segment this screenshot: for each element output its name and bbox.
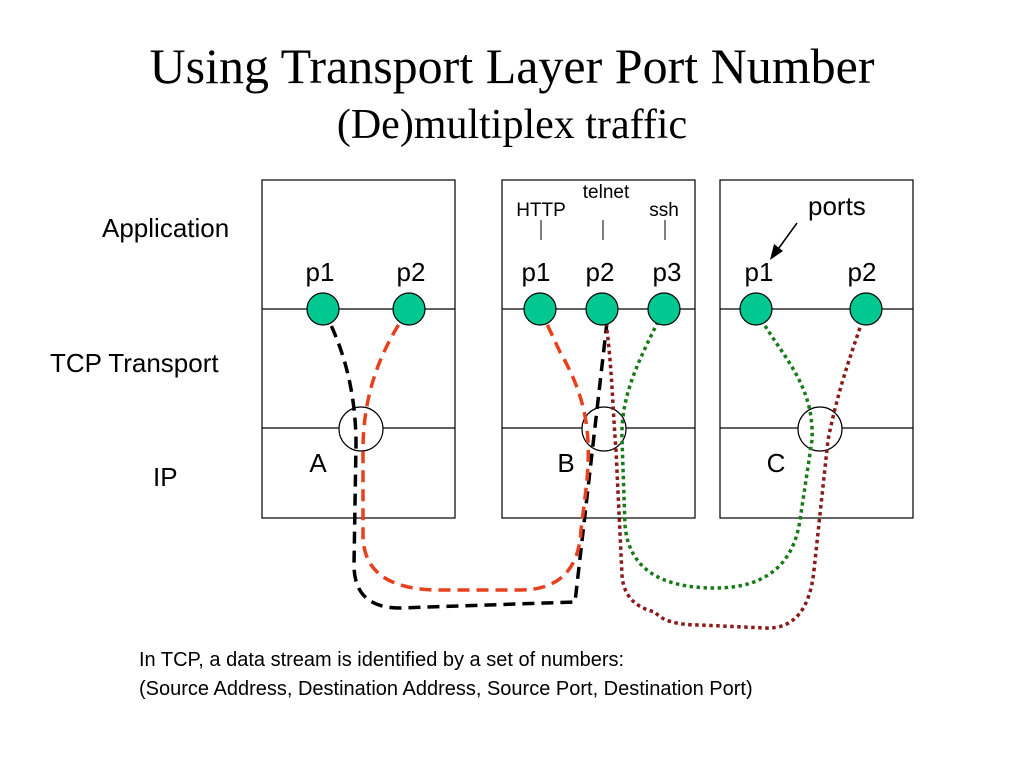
port-a-p2 bbox=[392, 292, 426, 326]
stream-red-b-p2-to-c-p2 bbox=[602, 308, 868, 630]
slide-title: Using Transport Layer Port Number bbox=[149, 38, 875, 94]
app-label-http: HTTP bbox=[516, 200, 566, 221]
ip-circle-c bbox=[797, 406, 843, 452]
port-a-p1 bbox=[306, 292, 340, 326]
caption-line-2: (Source Address, Destination Address, So… bbox=[139, 678, 753, 700]
host-label-c: C bbox=[767, 448, 786, 478]
port-label-a-p2: p2 bbox=[397, 257, 426, 287]
host-box-a bbox=[261, 179, 456, 519]
port-label-b-p2: p2 bbox=[586, 257, 615, 287]
port-b-p2 bbox=[585, 292, 619, 326]
host-label-a: A bbox=[309, 448, 327, 478]
ports-arrow-icon bbox=[770, 222, 798, 260]
layer-label-ip: IP bbox=[153, 462, 178, 492]
caption: In TCP, a data stream is identified by a… bbox=[139, 646, 753, 704]
layer-label-application: Application bbox=[102, 213, 229, 243]
app-label-ssh: ssh bbox=[649, 200, 679, 221]
stream-black-a-p1-to-b-p2 bbox=[321, 308, 609, 610]
stream-orange-a-p2-to-b-p1 bbox=[361, 307, 591, 592]
port-b-p3 bbox=[647, 292, 681, 326]
caption-line-1: In TCP, a data stream is identified by a… bbox=[139, 649, 625, 671]
ports-annotation: ports bbox=[808, 191, 866, 221]
port-c-p2 bbox=[849, 292, 883, 326]
app-tick-marks bbox=[540, 220, 666, 240]
port-label-a-p1: p1 bbox=[306, 257, 335, 287]
port-label-c-p1: p1 bbox=[745, 257, 774, 287]
slide-subtitle: (De)multiplex traffic bbox=[336, 102, 688, 148]
host-box-c bbox=[719, 179, 914, 519]
ip-circle-a bbox=[338, 406, 384, 452]
layer-label-transport: TCP Transport bbox=[50, 348, 219, 378]
ip-circle-b bbox=[581, 406, 627, 452]
app-label-telnet: telnet bbox=[583, 182, 630, 203]
port-c-p1 bbox=[739, 292, 773, 326]
port-label-c-p2: p2 bbox=[848, 257, 877, 287]
stream-green-b-p3-to-c-p1 bbox=[620, 308, 814, 590]
port-label-b-p1: p1 bbox=[522, 257, 551, 287]
host-label-b: B bbox=[557, 448, 574, 478]
port-b-p1 bbox=[523, 292, 557, 326]
port-label-b-p3: p3 bbox=[653, 257, 682, 287]
host-box-b bbox=[501, 179, 696, 519]
